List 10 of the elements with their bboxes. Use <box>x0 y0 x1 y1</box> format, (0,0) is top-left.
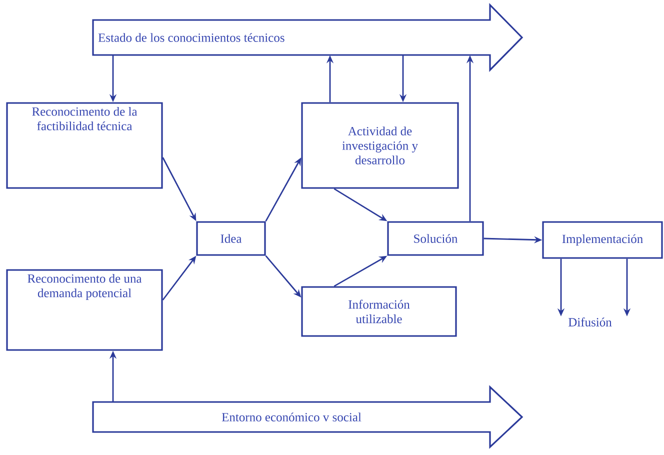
process-box: Reconocimento de la factibilidad técnica <box>6 102 163 189</box>
arrow-band: Estado de los conocimientos técnicos <box>92 3 524 72</box>
process-box: Información utilizable <box>301 286 457 337</box>
arrow-band: Entorno económico v social <box>92 385 524 449</box>
process-box: Idea <box>196 221 266 256</box>
process-box: Reconocimento de una demanda potencial <box>6 269 163 351</box>
process-box: Solución <box>387 221 484 256</box>
process-box: Actividad de investigación y desarrollo <box>301 102 459 189</box>
bare-text: Difusión <box>568 318 612 326</box>
process-box: Implementación <box>542 221 663 259</box>
